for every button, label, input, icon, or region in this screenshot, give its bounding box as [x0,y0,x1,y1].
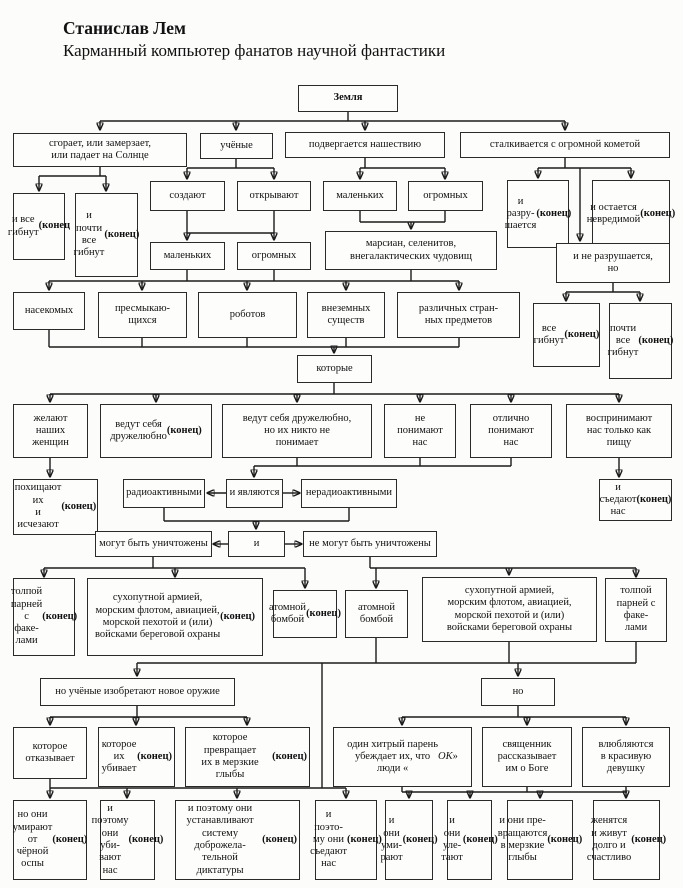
node-burn: сгорает, или замерзает, или падает на Со… [13,133,187,167]
node-earth: Земля [298,85,398,112]
node-martians: марсиан, селенитов, внегалактических чуд… [325,231,497,270]
node-fly-away: и они уле- тают (конец) [441,800,498,880]
node-priest: священник рассказывает им о Боге [482,727,572,787]
node-almost-die-2: почти все гибнут (конец) [608,303,673,379]
node-army-1: сухопутной армией, морским флотом, авиац… [87,578,263,656]
node-marry: женятся и живут долго и счастливо (конец… [587,800,666,880]
node-abomb-1: атомной бомбой (конец) [269,590,341,638]
node-discover: открывают [237,181,311,211]
node-nonradioactive: нерадиоактивными [301,479,397,508]
node-as-food: воспринимают нас только как пищу [566,404,672,458]
node-friendly: ведут себя дружелюбно (конец) [100,404,212,458]
node-not-destroyed: и не разрушается, но [556,243,670,283]
title-block: Станислав Лем Карманный компьютер фанато… [63,18,445,63]
node-scientists: учёные [200,133,273,159]
node-mob-2: толпой парней с факе- лами [605,578,667,642]
node-small-created: маленьких [150,242,225,270]
node-aliens: внеземных существ [307,292,385,338]
node-they-die: и они уми- рают (конец) [380,800,438,880]
node-huge-created: огромных [237,242,311,270]
node-unharmed: и остается невредимой (конец) [587,180,675,248]
node-create: создают [150,181,225,211]
node-clever-guy: один хитрый парень убеждает их, что люди… [333,727,472,787]
node-destroyed: и разру- шается (конец) [505,180,571,248]
node-comet: сталкивается с огромной кометой [460,132,670,158]
node-abomb-2: атомной бомбой [345,590,408,638]
node-huge-invaders: огромных [408,181,483,211]
node-reptiles: пресмыкаю- щихся [98,292,187,338]
node-strange-objects: различных стран- ных предметов [397,292,520,338]
node-weapon-refuses: которое отказывает [13,727,87,779]
node-but: но [481,678,555,706]
author-title: Станислав Лем [63,18,186,38]
node-want-women: желают наших женщин [13,404,88,458]
node-and-are: и являются [226,479,283,508]
node-insects: насекомых [13,292,85,330]
node-small-invaders: маленьких [323,181,397,211]
node-they-eat-us: и поэто- му они съедают нас (конец) [310,800,382,880]
node-fall-in-love: влюбляются в красивую девушку [582,727,670,787]
node-they-kill-us: и поэтому они уби- вают нас (конец) [92,800,163,880]
chart-subtitle: Карманный компьютер фанатов научной фант… [63,40,446,60]
node-invasion: подвергается нашествию [285,132,445,158]
node-robots: роботов [198,292,297,338]
node-all-die-1: и все гибнут (конец [8,193,70,260]
node-smallpox: но они умирают от чёрной оспы (конец) [13,800,87,880]
node-understand-well: отлично понимают нас [470,404,552,458]
node-friendly-misunderstood: ведут себя дружелюбно, но их никто не по… [222,404,372,458]
node-weapon-kills: которое их убивает (конец) [98,727,175,787]
node-eat-us: и съедают нас (конец) [599,479,672,521]
node-dictatorship: и поэтому они устанавливают систему добр… [175,800,300,880]
node-turn-to-lumps: и они пре- вращаются в мерзкие глыбы (ко… [498,800,582,880]
node-which: которые [297,355,372,383]
node-new-weapon: но учёные изобретают новое оружие [40,678,235,706]
node-not-understand: не понимают нас [384,404,456,458]
node-kidnap: похищают их и исчезают (конец) [13,479,98,535]
node-army-2: сухопутной армией, морским флотом, авиац… [422,577,597,642]
node-weapon-turns: которое превращает их в мерзкие глыбы (к… [185,727,310,787]
node-can-be-destroyed: могут быть уничтожены [95,531,212,557]
node-all-die-2: все гибнут (конец) [533,303,600,367]
node-mob-1: толпой парней с факе- лами (конец) [11,578,77,656]
node-radioactive: радиоактивными [123,479,205,508]
node-almost-die-1: и почти все гибнут (конец) [74,193,139,277]
node-and: и [228,531,285,557]
node-cannot-be-destroyed: не могут быть уничтожены [303,531,437,557]
